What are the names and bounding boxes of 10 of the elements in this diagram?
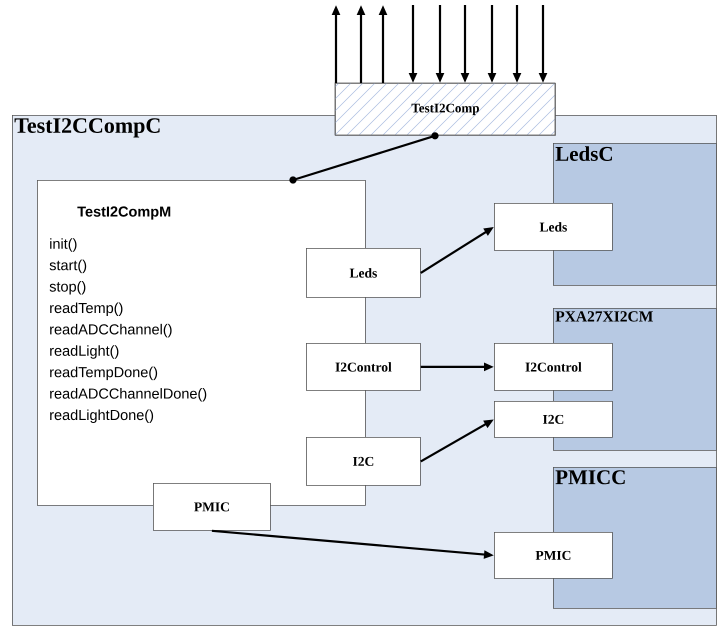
port-box: PMIC (494, 532, 613, 579)
interface-box: TestI2Comp (334, 82, 556, 136)
port-box: Leds (494, 203, 613, 251)
port-box: I2Control (494, 343, 613, 391)
port-box: I2C (494, 401, 613, 438)
port-box: PMIC (153, 483, 271, 531)
port-box: Leds (306, 248, 421, 298)
port-box: I2Control (306, 343, 421, 391)
port-box: I2C (306, 437, 421, 486)
connector (289, 132, 439, 184)
